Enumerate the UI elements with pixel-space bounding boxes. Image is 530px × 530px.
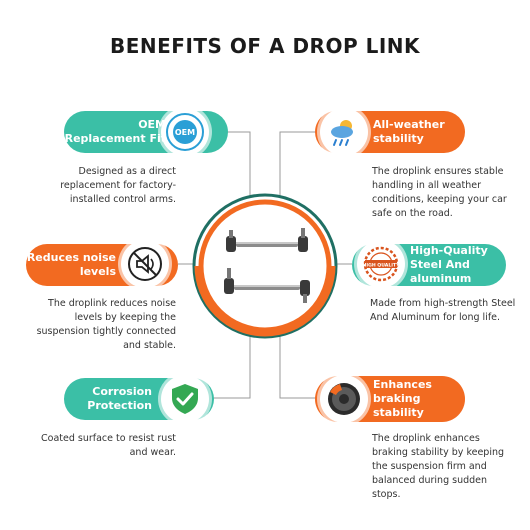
benefit-quality-description: Made from high-strength Steel And Alumin… <box>370 298 516 323</box>
shield-check-icon <box>161 375 209 423</box>
benefit-noise-description: The droplink reduces noise levels by kee… <box>36 298 176 351</box>
weather-icon <box>320 108 368 156</box>
oem-badge-text: OEM <box>175 128 195 137</box>
benefit-corrosion-label: Corrosion Protection <box>87 385 152 412</box>
benefit-noise-label: Reduces noise levels <box>26 251 116 278</box>
benefit-braking-label: Enhances braking stability <box>373 378 432 419</box>
high-quality-stamp-text: HIGH QUALITY <box>363 263 401 269</box>
benefit-weather-label: All-weather stability <box>373 118 445 145</box>
drop-link-upper <box>226 228 308 252</box>
benefit-braking-description: The droplink enhances braking stability … <box>372 433 505 500</box>
oem-badge-icon: OEM <box>161 108 209 156</box>
drop-link-lower <box>224 268 310 303</box>
benefit-weather-description: The droplink ensures stable handling in … <box>372 166 507 219</box>
benefit-oem-description: Designed as a direct replacement for fac… <box>60 166 176 205</box>
benefit-oem-label: OEM Replacement Fit <box>64 118 166 145</box>
benefit-quality-label: High-Quality Steel And aluminum <box>410 244 488 285</box>
high-quality-stamp-icon: HIGH QUALITY <box>357 240 405 288</box>
noise-off-icon <box>121 240 169 288</box>
brake-disc-icon <box>320 375 368 423</box>
page-title: BENEFITS OF A DROP LINK <box>109 34 421 58</box>
benefit-corrosion-description: Coated surface to resist rust and wear. <box>41 433 176 458</box>
